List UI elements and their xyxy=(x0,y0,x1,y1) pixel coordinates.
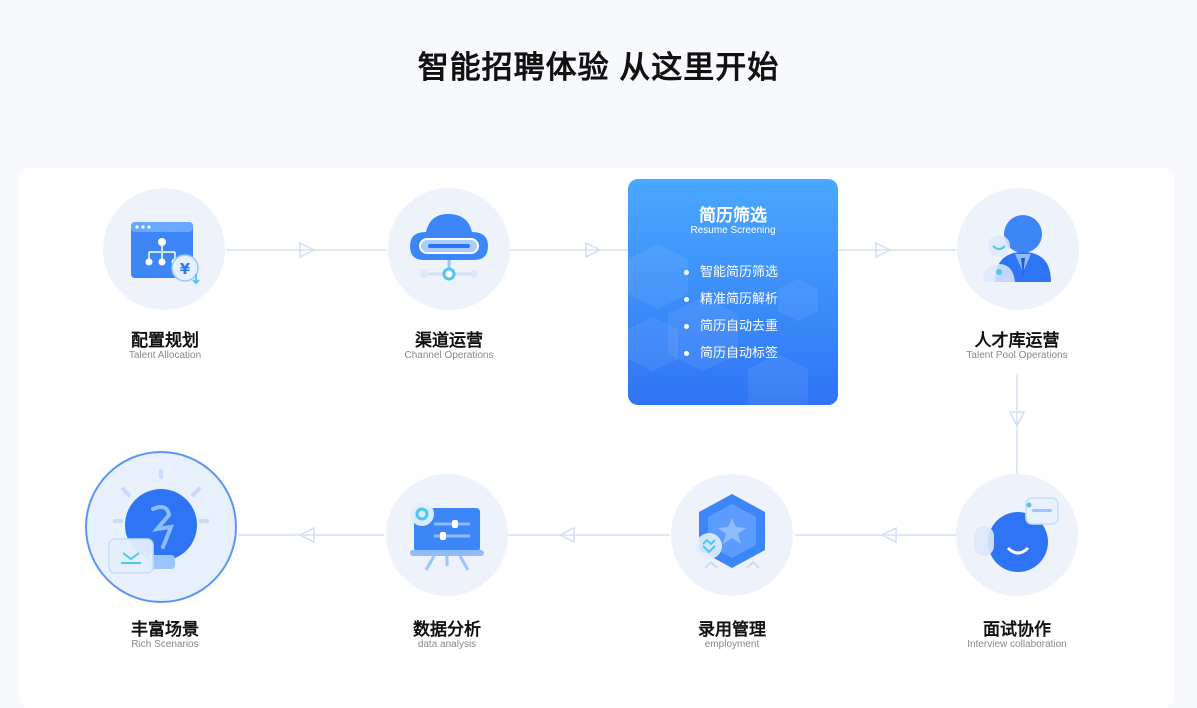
step-rich-scenarios[interactable] xyxy=(87,453,235,601)
svg-text:¥: ¥ xyxy=(180,260,191,278)
step-title: 丰富场景 xyxy=(131,620,199,639)
feature-list: 智能简历筛选 精准简历解析 简历自动去重 简历自动标签 xyxy=(684,263,778,371)
feature-item: 智能简历筛选 xyxy=(684,263,778,290)
step-title: 人才库运营 xyxy=(974,331,1060,350)
arrow-left-icon xyxy=(298,526,315,544)
card-title: 简历筛选 xyxy=(699,206,767,225)
arrow-left-icon xyxy=(558,526,575,544)
arrow-right-icon xyxy=(875,241,892,259)
arrow-right-icon xyxy=(585,241,602,259)
step-subtitle: data analysis xyxy=(417,639,477,650)
step-title: 录用管理 xyxy=(698,620,766,639)
person-icon xyxy=(983,215,1051,282)
step-subtitle: Talent Pool Operations xyxy=(966,350,1068,361)
feature-item: 精准简历解析 xyxy=(684,290,778,317)
step-configuration-planning[interactable]: ¥ xyxy=(103,188,225,310)
presentation-board-icon xyxy=(410,502,484,571)
chat-bubble-icon xyxy=(974,497,1059,572)
step-resume-screening-card[interactable]: 简历筛选 Resume Screening 智能简历筛选 精准简历解析 简历自动… xyxy=(628,179,838,405)
step-title: 面试协作 xyxy=(983,620,1051,639)
card-subtitle: Resume Screening xyxy=(690,225,776,236)
feature-item: 简历自动标签 xyxy=(684,344,778,371)
arrow-right-icon xyxy=(299,241,316,259)
step-subtitle: Rich Scenarios xyxy=(131,639,199,650)
step-subtitle: employment xyxy=(704,639,760,650)
lightbulb-icon xyxy=(108,469,209,574)
arrow-left-icon xyxy=(880,526,897,544)
hexagon-badge-icon xyxy=(696,494,765,569)
step-title: 渠道运营 xyxy=(415,331,483,350)
cloud-icon xyxy=(410,214,488,281)
step-channel-operations[interactable] xyxy=(388,188,510,310)
step-subtitle: Channel Operations xyxy=(404,350,494,361)
step-subtitle: Talent Allocation xyxy=(128,350,202,361)
feature-item: 简历自动去重 xyxy=(684,317,778,344)
org-chart-icon: ¥ xyxy=(131,222,200,285)
step-employment-management[interactable] xyxy=(671,474,793,596)
step-talent-pool-operations[interactable] xyxy=(957,188,1079,310)
step-data-analysis[interactable] xyxy=(386,474,508,596)
step-title: 配置规划 xyxy=(131,331,199,350)
step-interview-collaboration[interactable] xyxy=(956,474,1078,596)
step-title: 数据分析 xyxy=(413,620,481,639)
arrow-down-icon xyxy=(1008,411,1026,428)
step-subtitle: Interview collaboration xyxy=(967,639,1067,650)
page-title: 智能招聘体验 从这里开始 xyxy=(417,50,780,85)
